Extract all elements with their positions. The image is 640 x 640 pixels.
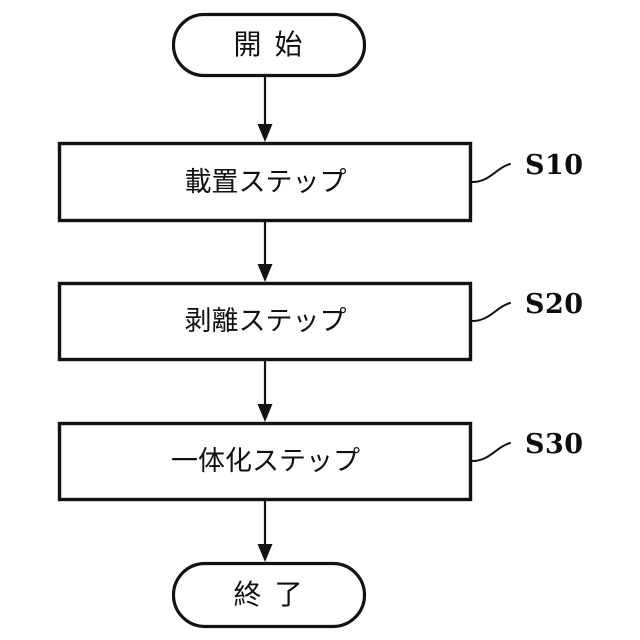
- end-terminator-label: 終 了: [233, 578, 305, 611]
- connector-step30-to-end-arrowhead: [257, 544, 273, 562]
- connector-step10-to-step20-arrowhead: [257, 264, 273, 282]
- step10-box-label: 載置ステップ: [184, 167, 347, 198]
- step20-box-shape[interactable]: [57, 281, 473, 362]
- step10-reference-label: S10: [525, 150, 584, 181]
- start-terminator-label: 開 始: [233, 28, 305, 61]
- step30-box-shape[interactable]: [57, 421, 473, 502]
- step30-box-label: 一体化ステップ: [171, 446, 360, 477]
- step20-reference-label: S20: [525, 289, 584, 320]
- step10-box-shape[interactable]: [57, 141, 473, 223]
- step30-leader-line: [471, 442, 511, 462]
- step30-reference-label: S30: [525, 429, 584, 460]
- connector-step20-to-step30-arrowhead: [257, 404, 273, 422]
- connector-start-to-step10-arrowhead: [257, 124, 273, 142]
- step20-box-label: 剥離ステップ: [184, 306, 347, 337]
- step10-leader-line: [471, 163, 511, 183]
- end-terminator-shape[interactable]: [171, 561, 367, 629]
- start-terminator-shape[interactable]: [171, 12, 367, 78]
- step20-leader-line: [471, 302, 511, 322]
